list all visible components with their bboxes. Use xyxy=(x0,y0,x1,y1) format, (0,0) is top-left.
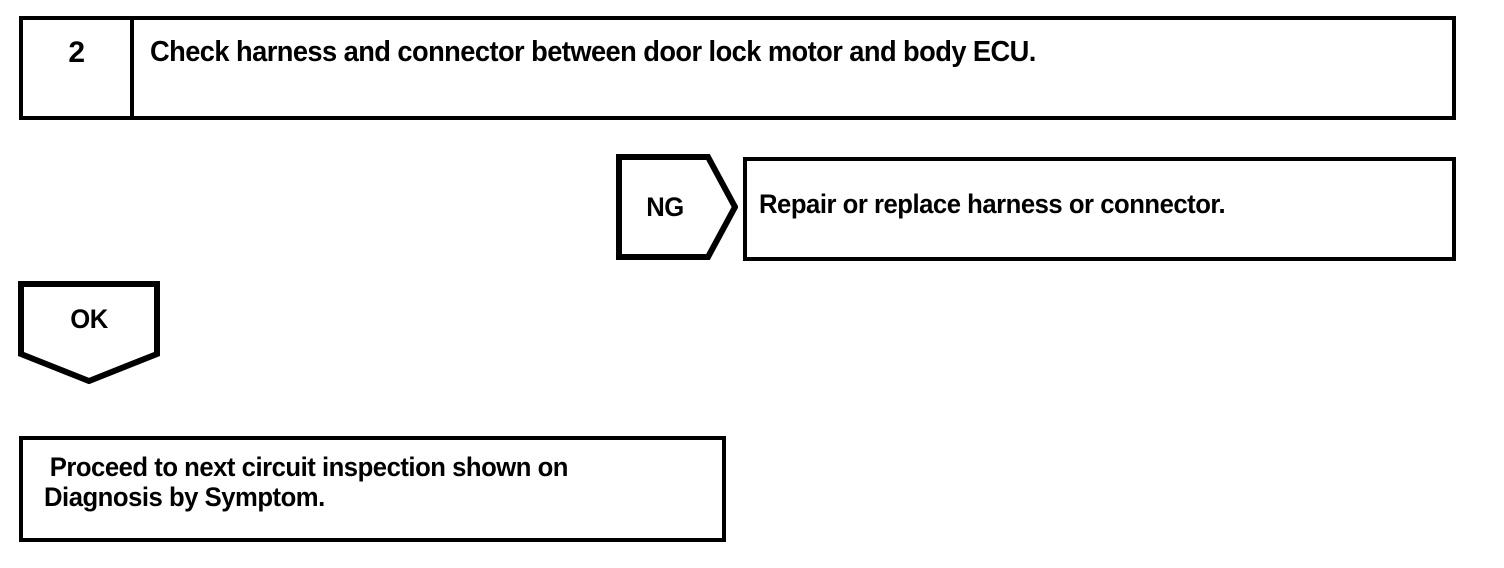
proceed-line-1: Proceed to next circuit inspection shown… xyxy=(49,452,569,482)
ng-branch-pentagon xyxy=(616,154,738,260)
proceed-outcome-box: Proceed to next circuit inspection shown… xyxy=(19,436,726,542)
ng-branch-label: NG xyxy=(646,191,684,222)
proceed-outcome-text: Proceed to next circuit inspection shown… xyxy=(44,452,568,512)
step-number-cell: 2 xyxy=(23,20,134,116)
step-row: 2 Check harness and connector between do… xyxy=(19,16,1456,120)
ok-branch-label: OK xyxy=(70,303,108,334)
repair-action-box: Repair or replace harness or connector. xyxy=(743,157,1456,261)
proceed-line-2: Diagnosis by Symptom. xyxy=(44,482,325,513)
step-instruction: Check harness and connector between door… xyxy=(150,36,1036,68)
step-number: 2 xyxy=(68,36,85,69)
ok-branch-pentagon xyxy=(18,281,160,384)
repair-action-text: Repair or replace harness or connector. xyxy=(759,189,1226,219)
